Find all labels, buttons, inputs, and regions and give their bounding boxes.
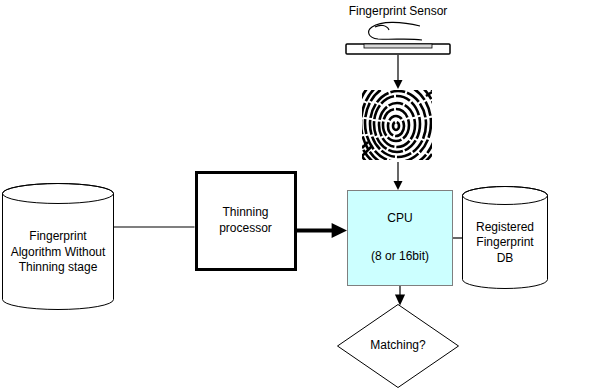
node-text: (8 or 16bit) [371,249,429,265]
database-cylinder: Registered Fingerprint DB [462,186,548,289]
finger-sketch [369,22,422,40]
fingerprint-image [352,66,448,178]
connector-line [453,237,462,238]
text-holder: Registered Fingerprint DB [462,206,548,280]
decision-diamond: Matching? [337,304,459,388]
sensor-label: Fingerprint Sensor [349,4,448,18]
text-holder: Fingerprint Algorithm Without Thinning s… [2,205,114,300]
node-text: Thinning processor [204,205,288,236]
finger-outline [369,22,422,40]
text-holder: Matching? [337,304,459,388]
diamond-outline [338,305,459,388]
flow-arrow [394,162,403,190]
connector [395,286,405,305]
sensor-base [346,44,450,54]
sensor-window [364,44,432,48]
connector [114,227,195,228]
node-text: Registered Fingerprint DB [469,220,541,267]
connector-line [399,286,400,296]
cylinder-top [3,184,114,204]
node-text: CPU [387,211,412,227]
cpu-box: CPU (8 or 16bit) [347,190,453,286]
arrow-head [395,294,405,305]
node-text: Matching? [370,338,425,354]
connector-line [114,226,195,227]
arrow-head [332,223,347,238]
cpu-box-outline [348,191,454,287]
finger-nail [375,25,389,30]
flow-arrow [394,55,403,89]
cylinder-body [3,184,114,310]
text-holder: CPU (8 or 16bit) [348,191,452,285]
connector [297,223,348,238]
process-box: Thinning processor [195,171,297,271]
cylinder-body [463,187,548,289]
ridge-pattern [362,90,432,160]
cylinder-top [463,187,548,205]
node-text: Fingerprint Algorithm Without Thinning s… [10,229,106,276]
database-cylinder: Fingerprint Algorithm Without Thinning s… [2,183,114,310]
connector-line [297,229,334,233]
connector [453,238,462,239]
sensor-plate [346,44,450,54]
text-holder: Thinning processor [198,174,294,268]
